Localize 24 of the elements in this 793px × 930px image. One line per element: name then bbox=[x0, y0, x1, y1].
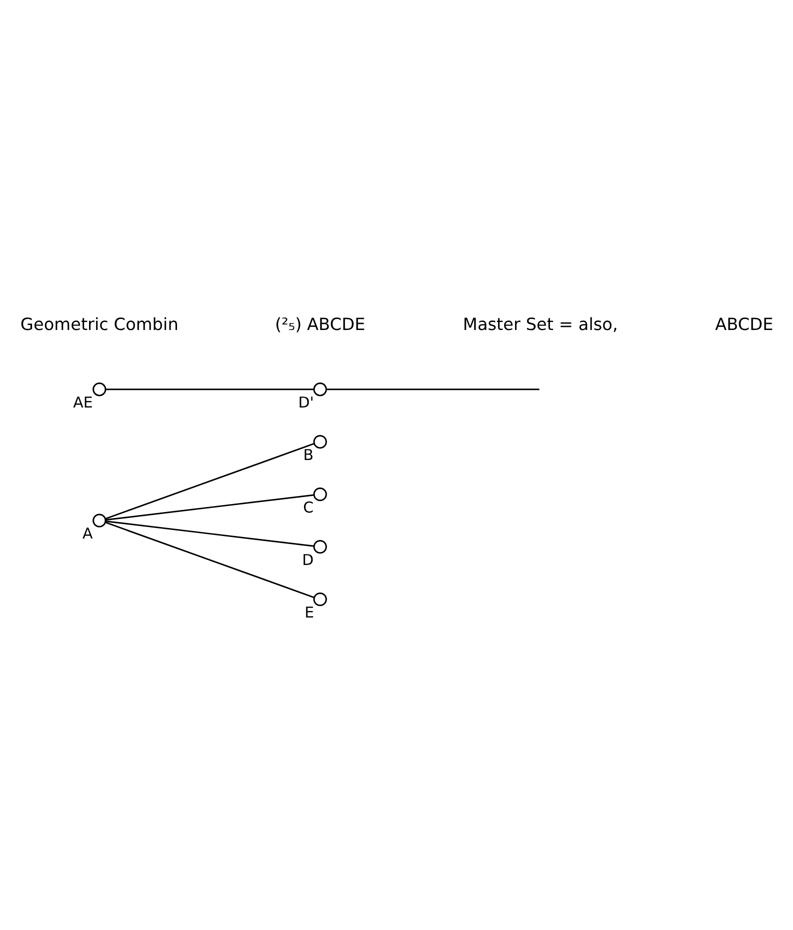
node-label: B bbox=[303, 445, 314, 464]
connector bbox=[326, 388, 540, 390]
node-label: E bbox=[304, 602, 314, 621]
label: Geometric Combin bbox=[20, 313, 178, 334]
node-circle bbox=[313, 434, 327, 448]
node-circle bbox=[313, 486, 327, 501]
node-label: D' bbox=[298, 392, 314, 411]
node-circle bbox=[313, 592, 327, 606]
connector bbox=[105, 521, 314, 598]
node-label: D bbox=[302, 550, 314, 568]
node-circle bbox=[92, 513, 106, 527]
node-label: AE bbox=[73, 392, 93, 411]
node-label: A bbox=[82, 524, 93, 542]
label: Master Set = also, bbox=[462, 313, 618, 334]
label: ABCDE bbox=[715, 313, 774, 334]
node-circle bbox=[92, 382, 106, 396]
node-label: C bbox=[303, 498, 314, 516]
connector bbox=[106, 388, 314, 390]
connector bbox=[106, 520, 314, 546]
node-circle bbox=[313, 539, 327, 554]
connector bbox=[105, 442, 314, 519]
node-circle bbox=[313, 382, 327, 396]
label: (²₅) ABCDE bbox=[274, 313, 366, 334]
connector bbox=[106, 494, 314, 520]
